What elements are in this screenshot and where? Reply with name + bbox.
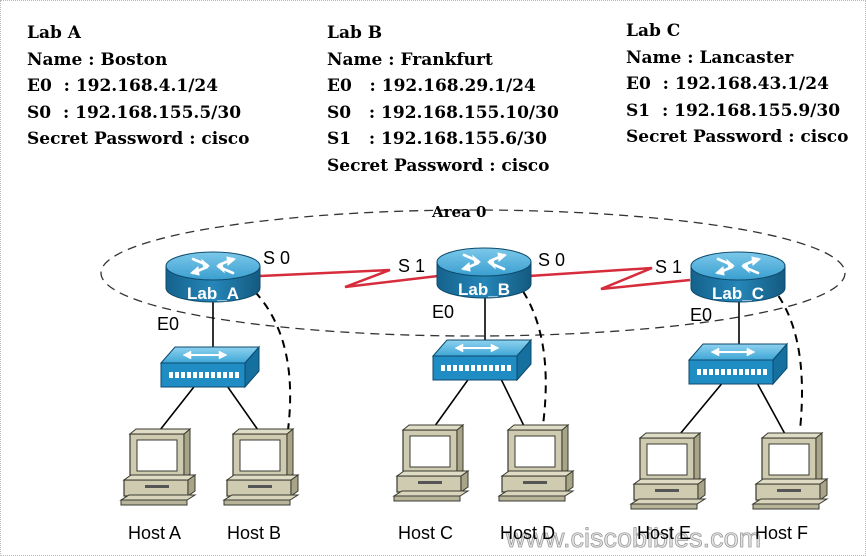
lab-a-title: Lab A [27,23,81,43]
lab-b-s1: S1 : 192.168.155.6/30 [327,129,547,149]
switch-lab-a[interactable] [160,346,260,388]
serial-link-b-c [528,266,691,291]
lab-a-name: Name : Boston [27,49,168,70]
lab-a-s0: S0 : 192.168.155.5/30 [27,102,242,123]
lab-c-s1: S1 : 192.168.155.9/30 [626,100,841,121]
interface-label-a-e0: E0 [157,314,179,334]
serial-link-a-b [259,268,439,289]
interface-label-a-s0: S 0 [263,248,290,268]
interface-label-b-s0: S 0 [538,250,565,270]
lab-b-password: Secret Password : cisco [327,155,550,176]
host-d-pc[interactable] [498,424,574,502]
lab-c-info: Lab C Name : Lancaster E0 : 192.168.43.1… [626,18,848,151]
lab-c-e0: E0 : 192.168.43.1/24 [626,74,829,94]
area-0-boundary [100,209,846,337]
interface-label-b-s1: S 1 [398,256,425,276]
lab-c-name: Name : Lancaster [626,47,794,68]
host-label-b: Host B [227,523,281,543]
host-a-pc[interactable] [120,428,196,506]
host-b-pc[interactable] [223,428,299,506]
lab-a-password: Secret Password : cisco [27,129,250,149]
host-c-pc[interactable] [393,424,469,502]
lab-a-e0: E0 : 192.168.4.1/24 [27,76,219,96]
ethernet-links [159,297,786,435]
watermark: www.ciscobibles.com [505,523,761,553]
lab-b-s0: S0 : 192.168.155.10/30 [327,102,559,123]
host-e-pc[interactable] [630,432,706,510]
interface-label-c-e0: E0 [690,305,712,325]
host-label-c: Host C [398,523,453,543]
lab-b-info: Lab B Name : Frankfurt E0 : 192.168.29.1… [327,20,559,179]
host-label-d: Host D [500,523,555,543]
interface-label-c-s1: S 1 [655,257,682,277]
interface-label-b-e0: E0 [432,302,454,322]
area-0-label: Area 0 [431,203,486,221]
lab-b-title: Lab B [327,23,383,43]
switch-lab-c[interactable] [688,343,788,385]
router-label-lab-b: Lab_B [458,280,510,299]
lab-b-name: Name : Frankfurt [327,49,493,70]
lab-a-info: Lab A Name : Boston E0 : 192.168.4.1/24 … [27,20,249,153]
router-label-lab-c: Lab_C [712,284,764,303]
switch-lab-b[interactable] [432,339,532,381]
lab-c-title: Lab C [626,21,681,41]
host-label-a: Host A [128,523,181,543]
host-label-e: Host E [637,523,691,543]
host-f-pc[interactable] [752,432,828,510]
router-label-lab-a: Lab_A [187,284,239,303]
lab-b-e0: E0 : 192.168.29.1/24 [327,76,536,96]
lab-c-password: Secret Password : cisco [626,127,849,147]
host-label-f: Host F [755,523,808,543]
